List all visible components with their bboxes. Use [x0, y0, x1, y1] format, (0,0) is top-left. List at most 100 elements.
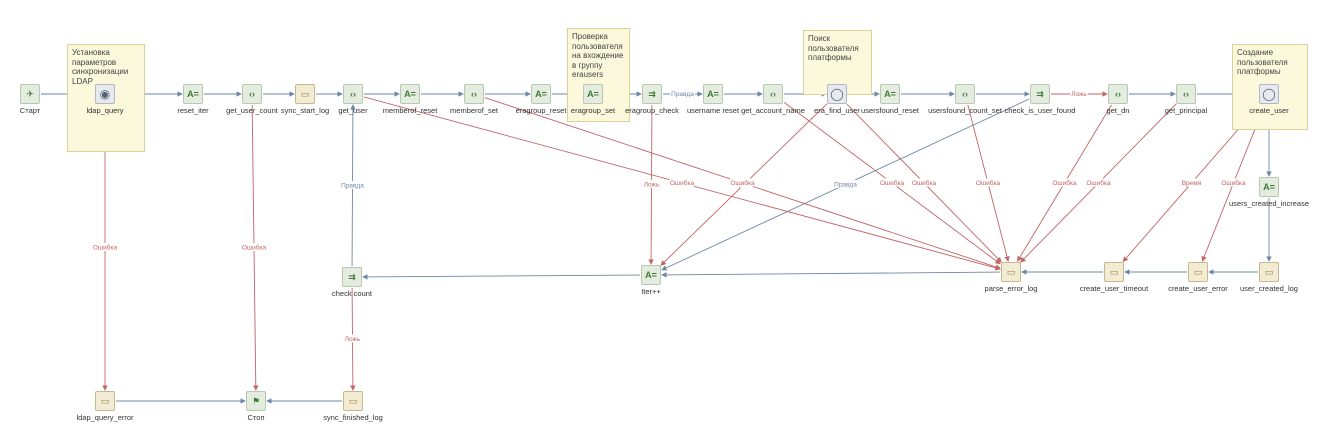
node-era_find_user[interactable]: ◯ [827, 84, 847, 104]
edge-label-bg [340, 181, 365, 189]
edge-label: Ошибка [1052, 179, 1077, 187]
node-user_created_log[interactable]: ▭ [1259, 262, 1279, 282]
node-reset_iter[interactable]: A= [183, 84, 203, 104]
node-label: eragroup_set [570, 106, 616, 115]
log-icon: ▭ [348, 395, 358, 406]
node-eragroup_set[interactable]: A= [583, 84, 603, 104]
edge-label: Ложь [345, 336, 361, 343]
edge-label-bg [1052, 178, 1077, 187]
edge-label-bg [1221, 178, 1246, 187]
assign-icon: A= [404, 88, 416, 99]
node-get_user_count[interactable]: ‹› [242, 84, 262, 104]
edge-label: Ошибка [93, 244, 118, 252]
node-label: memberof_set [450, 106, 498, 115]
node-eragroup_check[interactable]: ⇉ [642, 84, 662, 104]
assign-icon: A= [535, 88, 547, 99]
edge-label-bg [92, 243, 118, 251]
node-label: usersfound_reset [861, 106, 919, 115]
node-label: sync_finished_log [323, 413, 383, 422]
node-label: parse_error_log [984, 284, 1038, 293]
edge-label: Ошибка [1221, 179, 1246, 187]
node-check_count[interactable]: ⇉ [342, 267, 362, 287]
node-label: get_user_count [226, 106, 278, 115]
edge-label: Ошибка [242, 244, 267, 252]
edge-label-bg [670, 89, 695, 98]
node-label: ldap_query [86, 106, 124, 115]
edge-label-bg [1086, 178, 1111, 187]
node-usersfound_reset[interactable]: A= [880, 84, 900, 104]
node-get_dn[interactable]: ‹› [1108, 84, 1128, 104]
code-icon: ‹› [350, 88, 356, 99]
node-label: Старт [19, 106, 41, 115]
edge-label-bg [241, 243, 267, 251]
assign-icon: A= [707, 88, 719, 99]
node-label: sync_start_log [280, 106, 330, 115]
log-icon: ▭ [1193, 266, 1203, 277]
node-create_user[interactable]: ◯ [1259, 84, 1279, 104]
node-ldap_query_error[interactable]: ▭ [95, 391, 115, 411]
edge-label: Ошибка [1086, 179, 1111, 187]
edge-label: Ошибка [880, 179, 905, 187]
edge-iter_pp-to-check_count[interactable] [362, 274, 641, 280]
node-label: memberof_reset [382, 106, 438, 115]
node-label: era_find_user [814, 106, 860, 115]
annotation-note: Проверка пользователя на вхождение в гру… [567, 28, 630, 122]
node-iter_pp[interactable]: A= [641, 265, 661, 285]
node-label: Стоп [247, 413, 265, 422]
node-users_created_increase[interactable]: A= [1259, 177, 1279, 197]
edge-parse_error_log-to-iter_pp[interactable] [661, 271, 1001, 278]
edge-label: Ошибка [730, 179, 755, 187]
edge-label-bg [669, 178, 695, 187]
edge-label-bg [343, 334, 362, 343]
node-create_user_error[interactable]: ▭ [1188, 262, 1208, 282]
log-icon: ▭ [1006, 266, 1016, 277]
node-get_user[interactable]: ‹› [343, 84, 363, 104]
edge-label-bg [911, 178, 937, 187]
node-memberof_reset[interactable]: A= [400, 84, 420, 104]
node-parse_error_log[interactable]: ▭ [1001, 262, 1021, 282]
node-usersfound_count_set[interactable]: ‹› [955, 84, 975, 104]
assign-icon: A= [587, 88, 599, 99]
node-label: eragroup_check [625, 106, 679, 115]
node-check_is_user_found[interactable]: ⇉ [1030, 84, 1050, 104]
code-icon: ‹› [1183, 88, 1189, 99]
node-label: reset_iter [177, 106, 209, 115]
node-ldap_query[interactable]: ◉ [95, 84, 115, 104]
edge-label-bg [975, 178, 1001, 187]
node-label: create_user_error [1168, 284, 1228, 293]
node-label: usersfound_count_set [928, 106, 1002, 115]
edge-label: Ошибка [976, 179, 1001, 187]
condition-icon: ⇉ [348, 271, 356, 282]
log-icon: ▭ [1109, 266, 1119, 277]
node-get_account_name[interactable]: ‹› [763, 84, 783, 104]
node-stop[interactable]: ⚑ [246, 391, 266, 411]
edge-label: Ложь [1071, 91, 1087, 98]
node-label: user_created_log [1240, 284, 1298, 293]
node-label: create_user [1249, 106, 1289, 115]
edge-label-bg [1181, 178, 1202, 187]
edge-label: Правда [341, 183, 364, 190]
node-label: get_account_name [741, 106, 805, 115]
node-label: eragroup_reset [515, 106, 567, 115]
node-memberof_set[interactable]: ‹› [464, 84, 484, 104]
rocket-icon: ✈ [26, 88, 34, 99]
edge-label: Правда [671, 91, 694, 98]
node-username_reset[interactable]: A= [703, 84, 723, 104]
node-label: users_created_increase [1228, 199, 1310, 208]
node-get_principal[interactable]: ‹› [1176, 84, 1196, 104]
finish-flag-icon: ⚑ [251, 395, 261, 406]
edge-label: Ошибка [912, 179, 937, 187]
node-sync_start_log[interactable]: ▭ [295, 84, 315, 104]
node-label: get_user [338, 106, 368, 115]
assign-icon: A= [884, 88, 896, 99]
node-create_user_timeout[interactable]: ▭ [1104, 262, 1124, 282]
assign-icon: A= [1263, 181, 1275, 192]
code-icon: ‹› [770, 88, 776, 99]
code-icon: ‹› [1115, 88, 1121, 99]
node-eragroup_reset[interactable]: A= [531, 84, 551, 104]
node-sync_finished_log[interactable]: ▭ [343, 391, 363, 411]
node-label: create_user_timeout [1079, 284, 1149, 293]
assign-icon: A= [645, 269, 657, 280]
node-start[interactable]: ✈ [20, 84, 40, 104]
